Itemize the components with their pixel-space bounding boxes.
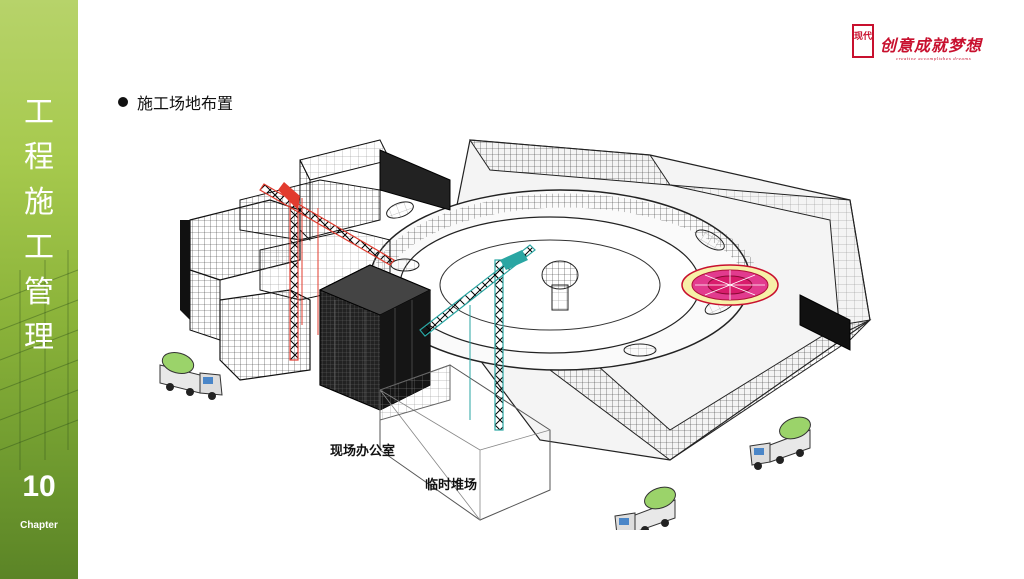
sidebar-title-char: 理 — [24, 320, 54, 355]
site-office-label: 现场办公室 — [330, 444, 396, 459]
sidebar-glass-pattern — [0, 250, 78, 470]
chapter-number: 10 — [22, 470, 56, 503]
logo-brand-text: 创意成就梦想 — [880, 36, 983, 55]
bullet-heading: 施工场地布置 — [118, 90, 233, 114]
logo-seal-text: 现代 — [854, 32, 873, 42]
sidebar-title-char: 程 — [24, 140, 54, 175]
mixer-truck-right — [749, 416, 811, 470]
chapter-sidebar: 工 程 施 工 管 理 10 Chapter — [0, 0, 78, 579]
temp-storage-area — [379, 364, 551, 522]
bullet-dot-icon — [118, 97, 128, 107]
site-layout-drawing — [159, 139, 872, 530]
left-building-complex — [180, 139, 451, 381]
sidebar-title-char: 工 — [24, 95, 54, 130]
logo-subtext: creative accomplishes dreams — [896, 56, 972, 61]
tower-building — [318, 264, 432, 411]
mixer-truck-bottom — [614, 486, 676, 530]
sidebar-title-char: 工 — [24, 230, 54, 265]
red-tower-crane — [259, 182, 395, 361]
chapter-label: Chapter — [20, 520, 58, 531]
bullet-heading-text: 施工场地布置 — [137, 94, 234, 113]
brand-logo: 现代 创意成就梦想 creative accomplishes dreams — [852, 20, 1012, 68]
teal-tower-crane — [419, 244, 536, 431]
sidebar-title-char: 管 — [24, 275, 54, 310]
logo-seal: 现代 — [852, 24, 874, 58]
mixer-truck-left — [159, 351, 223, 400]
colored-plaza — [681, 264, 779, 306]
sidebar-title-char: 施 — [24, 185, 54, 220]
temp-storage-label: 临时堆场 — [425, 478, 478, 493]
